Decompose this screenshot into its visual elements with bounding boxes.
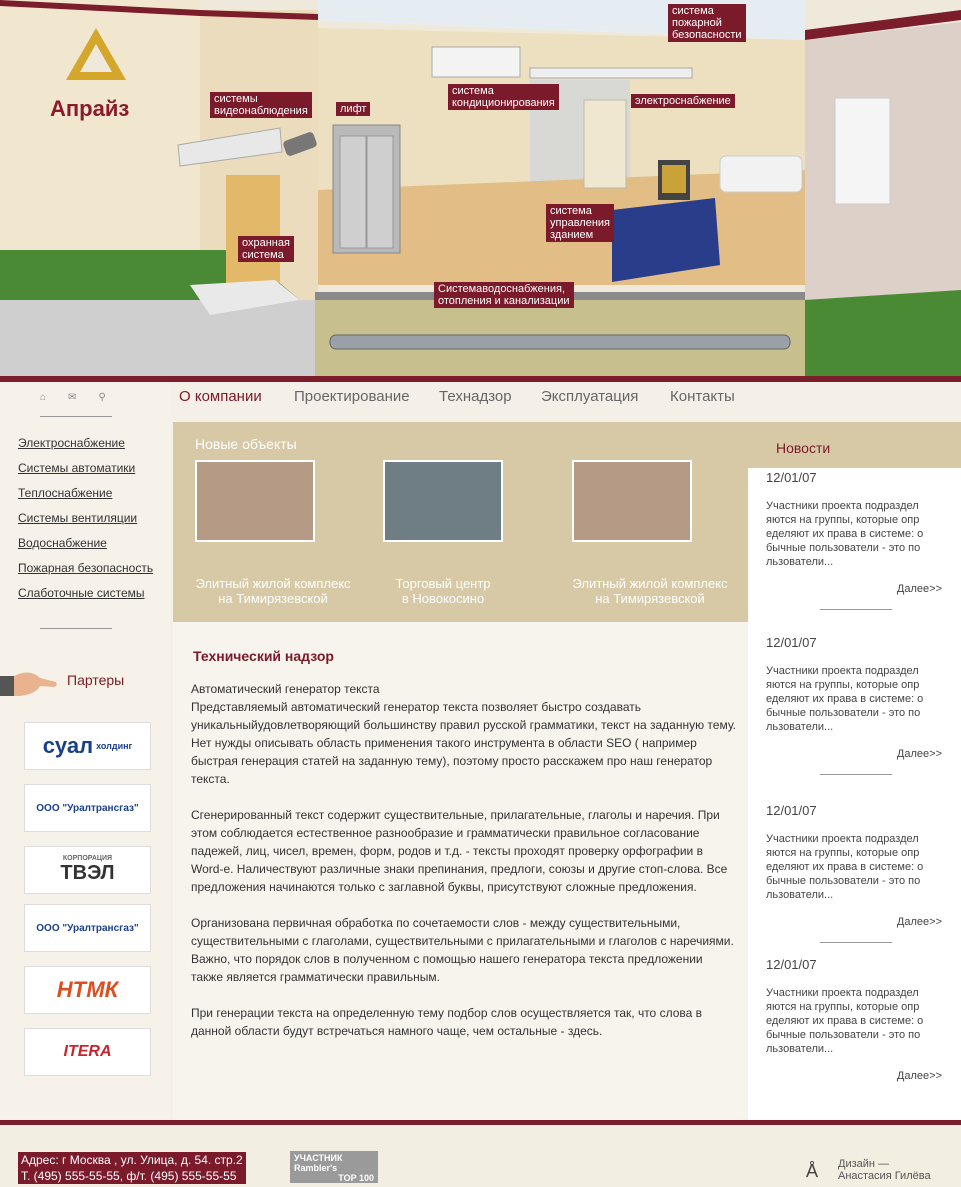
- sidebar-item-fire-safety[interactable]: Пожарная безопасность: [18, 561, 154, 575]
- rambler-top100-badge[interactable]: УЧАСТНИК Rambler's TOP 100: [290, 1151, 378, 1183]
- hand-icon: [0, 672, 57, 696]
- news-date: 12/01/07: [766, 803, 817, 818]
- object-card[interactable]: Элитный жилой комплекс на Тимирязевской: [195, 460, 355, 606]
- nav-item-operation[interactable]: Эксплуатация: [541, 388, 639, 405]
- hero-banner: Апрайз система пожарной безопасности сис…: [0, 0, 961, 380]
- article-title: Технический надзор: [193, 648, 334, 664]
- object-photo[interactable]: [572, 460, 692, 542]
- object-photo[interactable]: [383, 460, 503, 542]
- callout-security-system: охранная система: [238, 236, 294, 262]
- callout-video-surveillance: системы видеонаблюдения: [210, 92, 312, 118]
- tvel-corp-text: КОРПОРАЦИЯ: [62, 855, 113, 862]
- mail-icon[interactable]: ✉: [68, 392, 77, 403]
- sidebar-item-water[interactable]: Водоснабжение: [18, 536, 107, 550]
- new-objects-title: Новые объекты: [195, 436, 297, 452]
- object-photo[interactable]: [195, 460, 315, 542]
- partners-title: Партеры: [67, 672, 125, 688]
- article-paragraph: При генерации текста на определенную тем…: [191, 1006, 703, 1038]
- designer-credit[interactable]: Дизайн — Анастасия Гилёва: [838, 1158, 931, 1182]
- footer: Адрес: г Москва , ул. Улица, д. 54. стр.…: [0, 1120, 961, 1187]
- badge-line-2: Rambler's: [294, 1163, 338, 1173]
- sidebar-divider: [40, 628, 112, 629]
- news-more-link[interactable]: Далее>>: [896, 1070, 942, 1082]
- main-nav: О компании Проектирование Технадзор Эксп…: [170, 382, 961, 422]
- news-item: 12/01/07 Участники проекта подраздел яют…: [766, 957, 946, 1082]
- callout-building-management: система управления зданием: [546, 204, 614, 242]
- partner-logo-uraltransgaz-2[interactable]: ООО "Уралтрансгаз": [24, 904, 151, 952]
- utility-icons: ⌂ ✉ ⚲: [40, 392, 106, 403]
- partner-logo-uraltransgaz[interactable]: ООО "Уралтрансгаз": [24, 784, 151, 832]
- callout-fire-safety: система пожарной безопасности: [668, 4, 746, 42]
- badge-line-3: TOP 100: [338, 1173, 374, 1183]
- callout-air-conditioning: система кондиционирования: [448, 84, 559, 110]
- nav-item-contacts[interactable]: Контакты: [670, 388, 735, 405]
- sidebar-item-ventilation[interactable]: Системы вентиляции: [18, 511, 138, 525]
- news-text: Участники проекта подраздел яются на гру…: [766, 500, 924, 568]
- news-column: Новости 12/01/07 Участники проекта подра…: [748, 422, 961, 1120]
- side-menu: Электроснабжение Системы автоматики Тепл…: [18, 436, 153, 611]
- news-divider: [820, 942, 892, 943]
- callout-power-supply: электроснабжение: [631, 94, 735, 108]
- news-text: Участники проекта подраздел яются на гру…: [766, 833, 924, 901]
- sidebar-item-power[interactable]: Электроснабжение: [18, 436, 125, 450]
- article-paragraph: Сгенерированный текст содержит существит…: [191, 808, 728, 894]
- news-more-link[interactable]: Далее>>: [896, 583, 942, 595]
- left-sidebar: ⌂ ✉ ⚲ Электроснабжение Системы автоматик…: [0, 382, 170, 1122]
- sidebar-divider: [40, 416, 112, 417]
- callout-water-supply: Системаводоснабжения, отопления и канали…: [434, 282, 574, 308]
- news-item: 12/01/07 Участники проекта подраздел яют…: [766, 803, 946, 943]
- object-caption[interactable]: Элитный жилой комплекс на Тимирязевской: [572, 576, 728, 606]
- tvel-text: ТВЭЛ: [60, 862, 115, 884]
- building-illustration: [0, 0, 961, 380]
- uraltransgaz-logo-text: ООО "Уралтрансгаз": [36, 922, 139, 934]
- news-date: 12/01/07: [766, 635, 817, 650]
- itera-logo-text: ITERA: [63, 1043, 112, 1060]
- sidebar-item-automation[interactable]: Системы автоматики: [18, 461, 136, 475]
- news-item: 12/01/07 Участники проекта подраздел яют…: [766, 635, 946, 775]
- news-more-link[interactable]: Далее>>: [896, 748, 942, 760]
- object-caption[interactable]: Торговый центр в Новокосино: [395, 576, 491, 606]
- ntmk-logo-text: НТМК: [56, 977, 119, 1002]
- logo-text[interactable]: Апрайз: [50, 96, 130, 121]
- news-text: Участники проекта подраздел яются на гру…: [766, 987, 924, 1055]
- designer-logo-icon: Å: [806, 1161, 819, 1181]
- nav-item-tech-supervision[interactable]: Технадзор: [439, 388, 512, 405]
- sidebar-item-heating[interactable]: Теплоснабжение: [18, 486, 113, 500]
- sual-logo-sub: холдинг: [96, 741, 133, 751]
- header-divider: [0, 376, 961, 382]
- news-text: Участники проекта подраздел яются на гру…: [766, 665, 924, 733]
- article-paragraph: Автоматический генератор текста Представ…: [191, 682, 736, 786]
- uraltransgaz-logo-text: ООО "Уралтрансгаз": [36, 802, 139, 814]
- partner-logo-tvel[interactable]: КОРПОРАЦИЯ ТВЭЛ: [24, 846, 151, 894]
- badge-line-1: УЧАСТНИК: [294, 1153, 343, 1163]
- article-body: Автоматический генератор текста Представ…: [191, 680, 736, 1058]
- partner-logo-itera[interactable]: ITERA: [24, 1028, 151, 1076]
- nav-item-design[interactable]: Проектирование: [294, 388, 410, 405]
- news-header: Новости: [748, 422, 961, 468]
- search-icon[interactable]: ⚲: [98, 392, 106, 403]
- news-date: 12/01/07: [766, 957, 817, 972]
- news-divider: [820, 609, 892, 610]
- news-title: Новости: [776, 440, 831, 456]
- nav-item-about[interactable]: О компании: [179, 388, 262, 405]
- callout-lift: лифт: [336, 102, 371, 116]
- news-more-link[interactable]: Далее>>: [896, 916, 942, 928]
- object-caption[interactable]: Элитный жилой комплекс на Тимирязевской: [195, 576, 351, 606]
- partner-logo-ntmk[interactable]: НТМК: [24, 966, 151, 1014]
- sidebar-item-low-current[interactable]: Слаботочные системы: [18, 586, 145, 600]
- news-divider: [820, 774, 892, 775]
- object-card[interactable]: Элитный жилой комплекс на Тимирязевской: [572, 460, 732, 606]
- object-card[interactable]: Торговый центр в Новокосино: [383, 460, 543, 606]
- news-date: 12/01/07: [766, 470, 817, 485]
- new-objects-panel: Новые объекты Элитный жилой комплекс на …: [173, 422, 748, 622]
- article-paragraph: Организована первичная обработка по соче…: [191, 916, 734, 984]
- footer-address: Адрес: г Москва , ул. Улица, д. 54. стр.…: [18, 1152, 246, 1184]
- article: Технический надзор Автоматический генера…: [173, 622, 748, 1122]
- partner-logo-sual[interactable]: суал холдинг: [24, 722, 151, 770]
- news-item: 12/01/07 Участники проекта подраздел яют…: [766, 470, 946, 610]
- sual-logo-text: суал: [42, 733, 94, 758]
- home-icon[interactable]: ⌂: [40, 392, 47, 403]
- tvel-logo: КОРПОРАЦИЯ ТВЭЛ: [60, 855, 114, 885]
